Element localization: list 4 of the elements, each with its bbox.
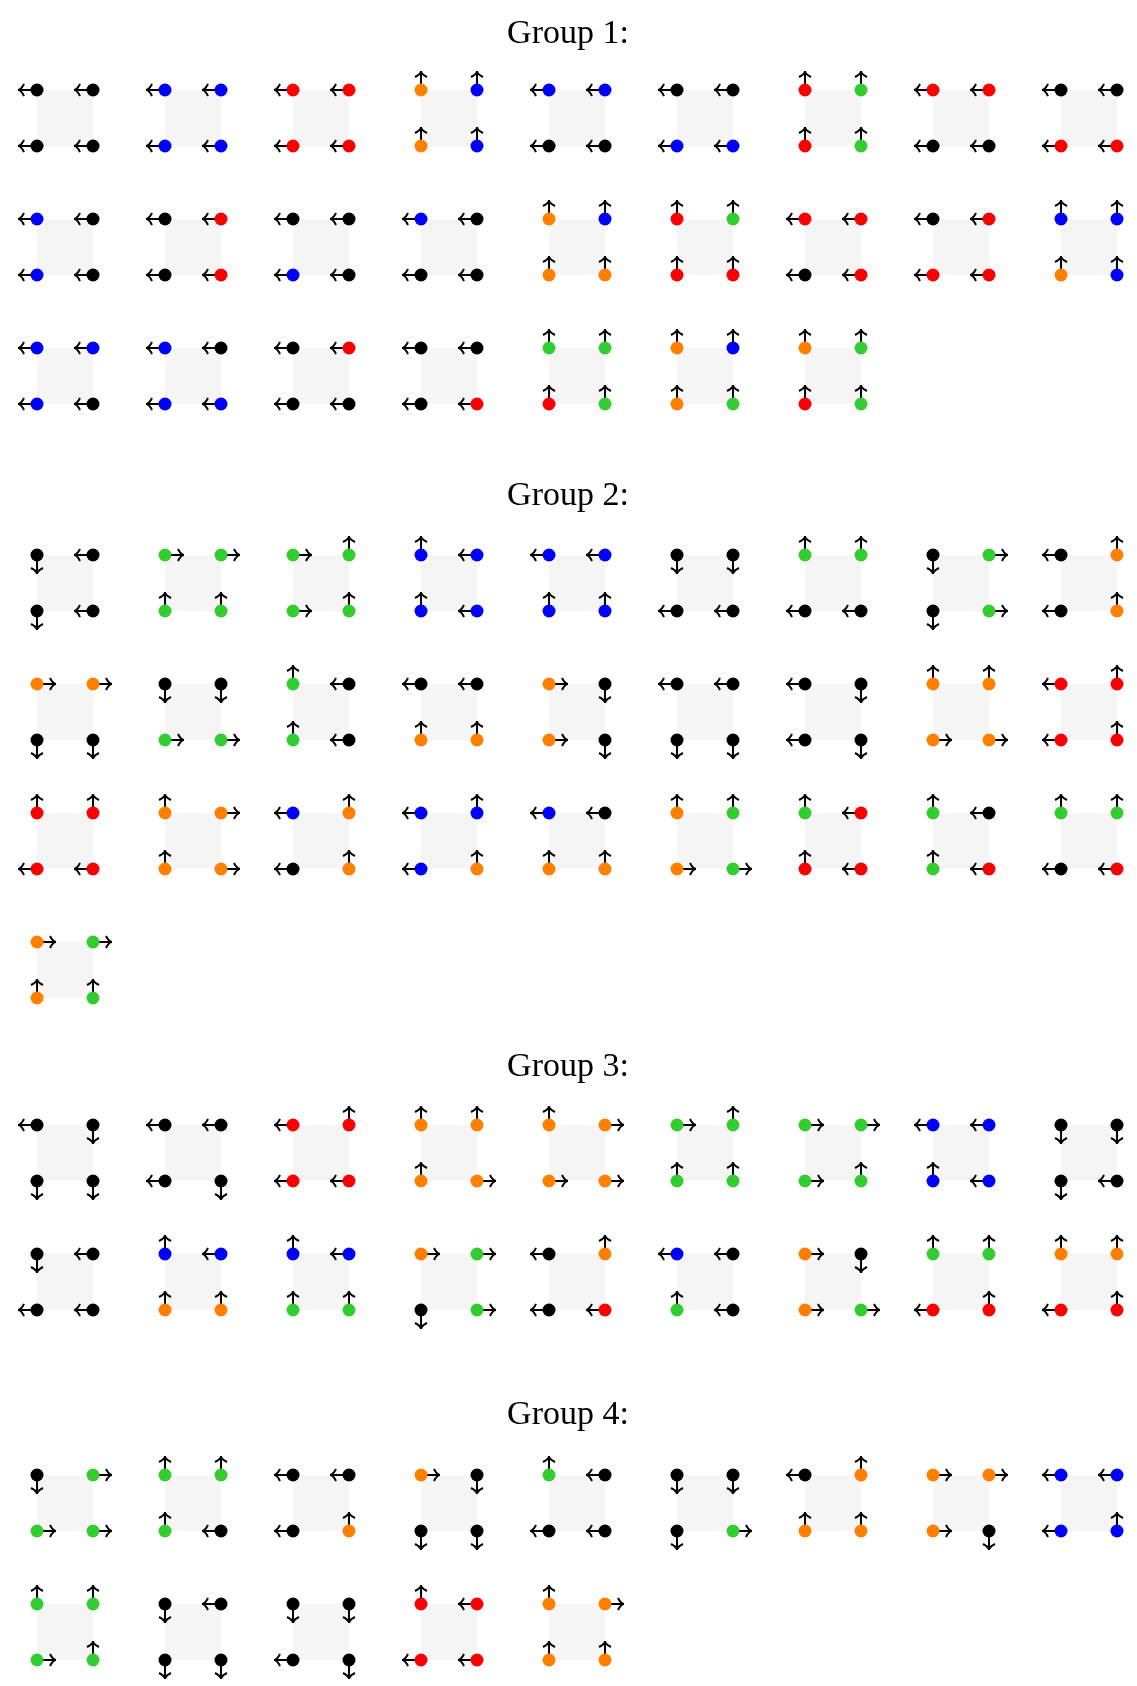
group-heading: Group 3: [507, 1046, 629, 1084]
group-heading: Group 1: [507, 13, 629, 51]
group-heading: Group 4: [507, 1394, 629, 1432]
group-heading: Group 2: [507, 475, 629, 513]
